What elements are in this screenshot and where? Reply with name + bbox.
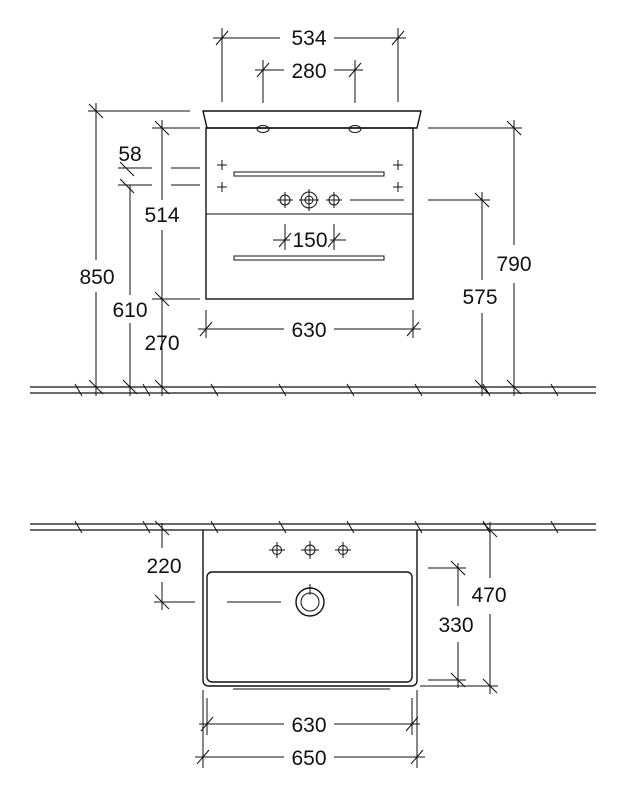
tap-holes-top [269,541,351,559]
dimension-58: 58 [118,143,152,194]
front-floor-line [30,383,596,397]
dimension-220: 220 [146,520,195,610]
dimension-470: 470 [420,522,507,694]
basin-outline [202,110,422,129]
dimension-630-front: 630 [198,310,421,342]
label-630-top: 630 [291,714,326,737]
front-view: 534 280 850 58 [30,27,596,397]
lower-drawer-handle [233,255,385,261]
label-58: 58 [118,143,141,166]
dimension-650: 650 [195,690,425,770]
dimension-575: 575 [350,192,498,396]
label-650: 650 [291,747,326,770]
drain [227,567,466,617]
label-575: 575 [462,286,497,309]
label-280: 280 [291,60,326,83]
label-330: 330 [438,614,473,637]
label-610: 610 [112,299,147,322]
dimension-790: 790 [428,120,532,396]
label-220: 220 [146,555,181,578]
dimension-630-top: 630 [199,698,420,737]
tap-hole-left [256,125,270,133]
label-630-front: 630 [291,319,326,342]
label-534: 534 [291,27,326,50]
label-150: 150 [292,229,327,252]
upper-drawer-handle [233,171,385,177]
label-850: 850 [79,266,114,289]
label-470: 470 [471,584,506,607]
dimension-850: 850 [79,103,190,396]
dimension-514-270: 514 270 [144,120,200,396]
top-wall-line [30,520,596,534]
label-270: 270 [144,332,179,355]
basin-bowl [206,571,413,683]
top-view: 220 470 330 630 [30,520,596,770]
label-790: 790 [496,253,531,276]
pipe-connections [277,189,342,211]
tap-hole-right [348,125,362,133]
dimension-610: 610 [112,185,148,396]
dimension-150: 150 [273,224,346,252]
basin-top-outline [202,530,418,687]
dimension-534: 534 [213,27,406,102]
label-514: 514 [144,204,179,227]
fixing-points [217,160,403,192]
dimension-330: 330 [428,560,474,688]
dimension-280: 280 [255,60,363,103]
